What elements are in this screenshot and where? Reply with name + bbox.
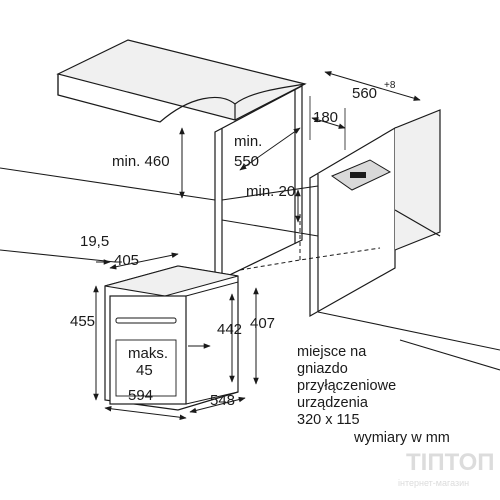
dim-407-label: 407 — [250, 315, 275, 332]
dim-455-label: 455 — [70, 313, 95, 330]
watermark-sub: інтернет-магазин — [398, 478, 469, 488]
appliance — [104, 265, 239, 411]
dim-min-550-line1: min. — [234, 133, 262, 150]
dim-560-label: 560 — [352, 85, 377, 102]
dim-548-label: 548 — [210, 392, 235, 409]
note-line-3: przyłączeniowe — [297, 378, 396, 394]
dim-min-550-line2: 550 — [234, 153, 259, 170]
note-line-4: urządzenia — [297, 395, 369, 411]
note-line-2: gniazdo — [297, 361, 348, 377]
worktop — [56, 39, 307, 123]
niche-outline — [0, 167, 500, 371]
dim-min-20-label: min. 20 — [246, 183, 295, 200]
dim-180-label: 180 — [313, 109, 338, 126]
dim-560-tolerance: +8 — [384, 80, 396, 91]
note-line-1: miejsce na — [297, 344, 367, 360]
units-label: wymiary w mm — [353, 430, 450, 446]
socket-note: miejsce na gniazdo przyłączeniowe urządz… — [297, 344, 396, 428]
dimension-lines — [93, 71, 421, 421]
dim-19-5-label: 19,5 — [80, 233, 109, 250]
dim-594-label: 594 — [128, 387, 153, 404]
watermark-brand: ТІПТОП — [406, 449, 495, 476]
watermark: ТІПТОП інтернет-магазин — [398, 449, 495, 488]
dim-maks-line2: 45 — [136, 362, 153, 379]
right-cabinet-panel — [309, 109, 441, 318]
note-line-5: 320 x 115 — [297, 412, 360, 428]
dim-maks-line1: maks. — [128, 345, 168, 362]
dim-min-460-label: min. 460 — [112, 153, 170, 170]
socket-area — [330, 159, 392, 191]
dim-405-label: 405 — [114, 252, 139, 269]
dim-442-label: 442 — [217, 321, 242, 338]
